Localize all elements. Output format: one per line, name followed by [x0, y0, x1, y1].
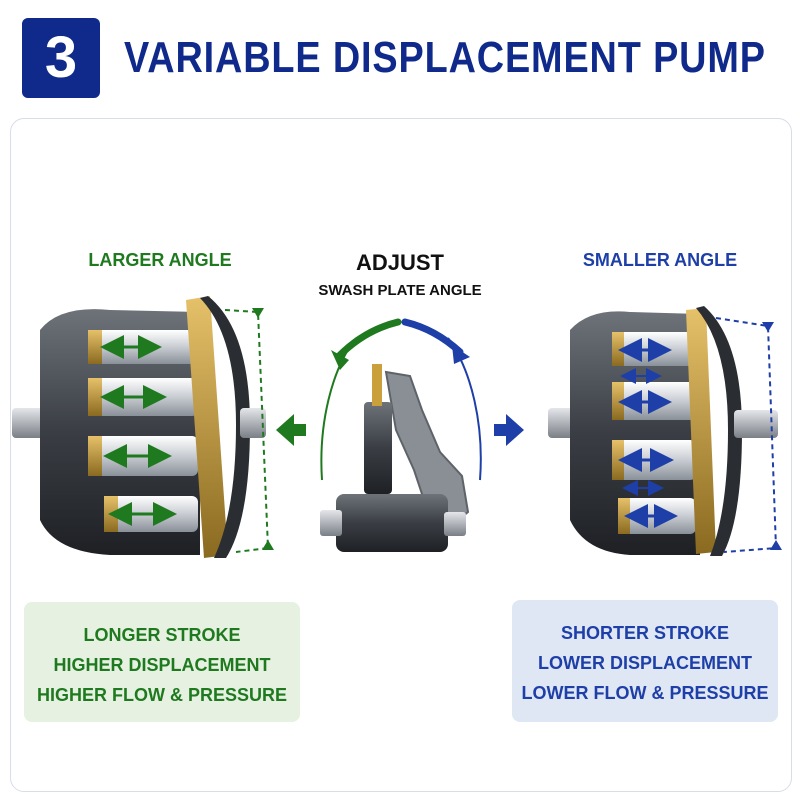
left-effect-line: LONGER STROKE: [83, 625, 241, 645]
adjust-arrow-right-arc: [401, 318, 464, 356]
left-effect-line: HIGHER FLOW & PRESSURE: [36, 685, 287, 705]
right-effect-line: LOWER FLOW & PRESSURE: [521, 683, 769, 703]
left-angle-guide-bottom-arrow: [262, 540, 274, 550]
right-pump: [548, 306, 782, 556]
right-effect-line: SHORTER STROKE: [560, 623, 729, 643]
left-pump-end-cap: [200, 296, 250, 558]
right-angle-label: SMALLER ANGLE: [582, 250, 738, 270]
adjust-guide-left: [320, 337, 357, 481]
left-direction-arrow-icon: [276, 414, 306, 446]
right-piston-collar: [612, 332, 624, 366]
left-piston-collar: [88, 330, 102, 364]
right-piston-collar: [618, 498, 630, 534]
swash-linkage-arm: [384, 370, 470, 534]
right-swash-plate: [686, 308, 716, 554]
right-pump-output-shaft: [734, 410, 778, 438]
right-angle-guide-bottom-arrow: [770, 540, 782, 550]
page-title: VARIABLE DISPLACEMENT PUMP: [124, 33, 766, 82]
step-number-badge: 3: [22, 18, 100, 98]
right-stroke-arrows: [618, 338, 678, 528]
control-rod: [372, 364, 382, 406]
left-angle-guide-top-arrow: [252, 308, 264, 318]
adjust-label: ADJUST: [355, 250, 444, 275]
control-cylinder: [364, 402, 392, 494]
adjuster-housing: [336, 494, 448, 552]
left-effects-box: LONGER STROKE HIGHER DISPLACEMENT HIGHER…: [24, 602, 300, 722]
right-angle-guide: [715, 317, 778, 553]
adjust-arrow-left-arc: [335, 318, 402, 360]
left-piston-collar: [88, 378, 102, 416]
right-angle-guide-top-arrow: [762, 322, 774, 332]
left-angle-label: LARGER ANGLE: [88, 250, 232, 270]
adjust-arrow-left-head-icon: [331, 350, 349, 370]
swash-plate-angle-label: SWASH PLATE ANGLE: [318, 282, 482, 299]
right-direction-arrow-icon: [494, 414, 524, 446]
left-pump: [12, 296, 274, 558]
left-pump-housing: [40, 309, 200, 555]
left-pump-output-shaft: [240, 408, 266, 438]
right-piston-collar: [612, 382, 624, 420]
swash-plate-adjuster: [320, 318, 482, 552]
adjust-guide-right: [447, 337, 482, 481]
right-effect-line: LOWER DISPLACEMENT: [538, 653, 752, 673]
right-piston-collar: [612, 440, 624, 480]
right-effects-box: SHORTER STROKE LOWER DISPLACEMENT LOWER …: [512, 600, 778, 722]
left-stroke-arrows: [100, 335, 177, 526]
left-swash-plate: [186, 296, 228, 558]
left-piston-collar: [88, 436, 102, 476]
left-piston-collar: [104, 496, 118, 532]
right-pump-housing: [570, 311, 700, 555]
adjuster-left-shaft: [320, 510, 342, 536]
right-pump-end-cap: [696, 306, 742, 556]
adjuster-right-shaft: [444, 512, 466, 536]
left-effect-line: HIGHER DISPLACEMENT: [53, 655, 271, 675]
